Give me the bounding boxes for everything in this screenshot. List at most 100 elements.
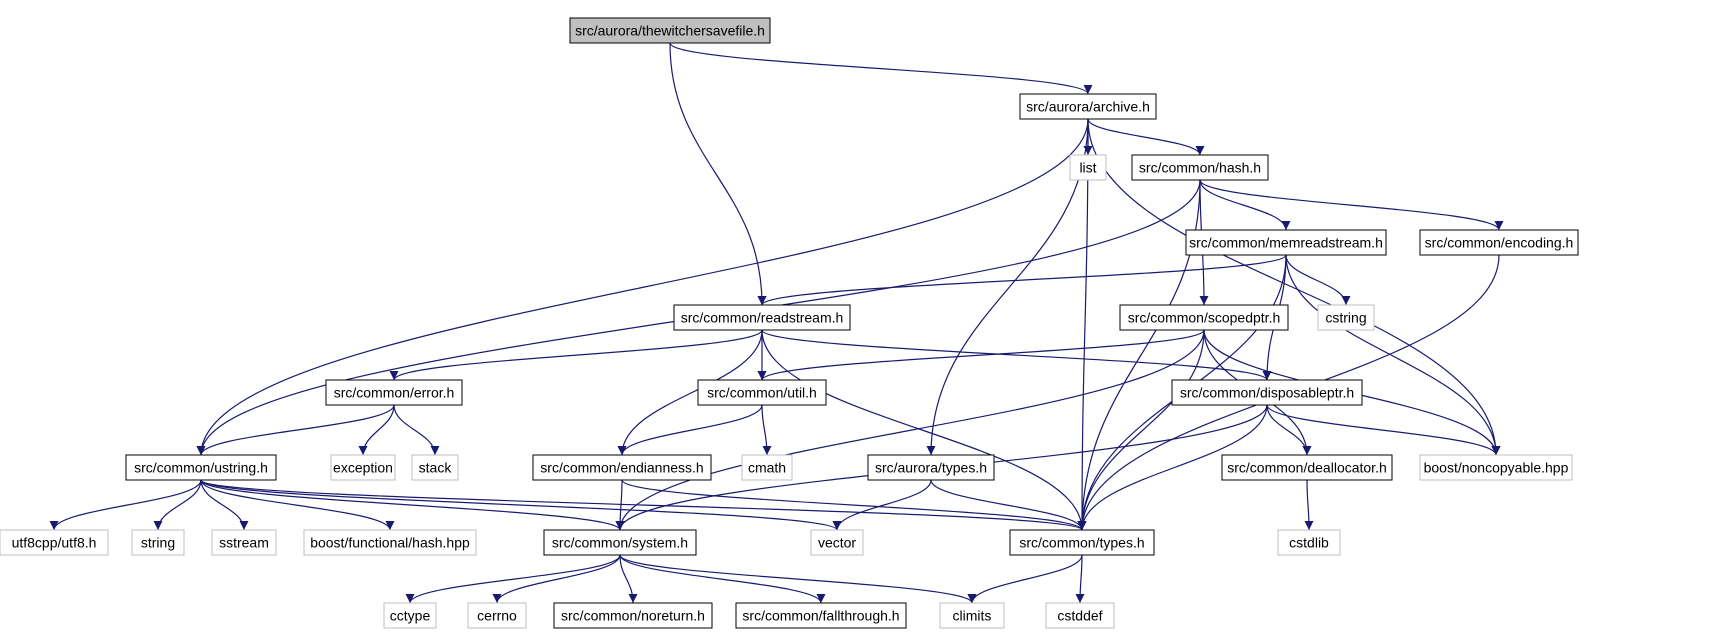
node-deallocator-label: src/common/deallocator.h xyxy=(1227,460,1387,476)
node-string: string xyxy=(131,529,185,556)
node-hash-box xyxy=(1131,154,1269,181)
edge-system-to-cerrno xyxy=(492,554,621,604)
node-readstream-label: src/common/readstream.h xyxy=(681,310,844,326)
edge-ustring-to-string xyxy=(153,479,202,531)
node-climits-label: climits xyxy=(953,608,992,624)
node-endianness-label: src/common/endianness.h xyxy=(540,460,703,476)
edge-ustring-to-utf8 xyxy=(49,479,202,531)
edge-archive-to-noncopyable xyxy=(1087,118,1501,456)
node-cctype-box xyxy=(383,602,437,629)
node-root-label: src/aurora/thewitchersavefile.h xyxy=(575,23,765,39)
edge-error-to-exception xyxy=(358,404,395,456)
node-cstdlib: cstdlib xyxy=(1277,529,1341,556)
node-memreadstream-box xyxy=(1185,229,1387,256)
node-deallocator[interactable]: src/common/deallocator.h xyxy=(1221,454,1393,481)
node-ustring[interactable]: src/common/ustring.h xyxy=(125,454,277,481)
node-cerrno-box xyxy=(467,602,527,629)
node-fallthrough-box xyxy=(735,602,907,629)
edge-endianness-to-types xyxy=(621,479,1087,531)
node-util[interactable]: src/common/util.h xyxy=(697,379,827,406)
edge-memreadstream-to-noncopyable xyxy=(1285,254,1501,456)
node-utf8: utf8cpp/utf8.h xyxy=(0,529,109,556)
node-noreturn-box xyxy=(553,602,713,629)
edge-system-to-climits xyxy=(619,554,977,604)
edge-readstream-to-disposableptr xyxy=(761,329,1272,381)
node-fallthrough-label: src/common/fallthrough.h xyxy=(742,608,899,624)
edge-disposableptr-to-types xyxy=(1077,404,1268,531)
node-types[interactable]: src/common/types.h xyxy=(1009,529,1155,556)
edge-archive-to-hash xyxy=(1087,118,1205,156)
node-cstring-box xyxy=(1317,304,1375,331)
node-layer: src/aurora/thewitchersavefile.h src/auror… xyxy=(0,17,1579,629)
node-archive-label: src/aurora/archive.h xyxy=(1026,99,1150,115)
node-cstddef-box xyxy=(1045,602,1115,629)
node-hash[interactable]: src/common/hash.h xyxy=(1131,154,1269,181)
node-scopedptr-box xyxy=(1119,304,1289,331)
node-cstddef: cstddef xyxy=(1045,602,1115,629)
edge-types-to-climits xyxy=(967,554,1083,604)
node-utf8-label: utf8cpp/utf8.h xyxy=(12,535,97,551)
node-fallthrough[interactable]: src/common/fallthrough.h xyxy=(735,602,907,629)
node-readstream[interactable]: src/common/readstream.h xyxy=(673,304,851,331)
node-vector-box xyxy=(810,529,864,556)
edge-deallocator-to-cstdlib xyxy=(1304,479,1314,531)
edge-endianness-to-system xyxy=(615,479,625,531)
node-scopedptr-label: src/common/scopedptr.h xyxy=(1128,310,1281,326)
node-ustring-label: src/common/ustring.h xyxy=(134,460,268,476)
node-memreadstream[interactable]: src/common/memreadstream.h xyxy=(1185,229,1387,256)
node-endianness[interactable]: src/common/endianness.h xyxy=(532,454,712,481)
edge-disposableptr-to-noncopyable xyxy=(1266,404,1501,456)
node-list-box xyxy=(1069,154,1107,181)
node-endianness-box xyxy=(532,454,712,481)
node-cctype-label: cctype xyxy=(390,608,431,624)
edge-disposableptr-to-deallocator xyxy=(1266,404,1312,456)
node-error[interactable]: src/common/error.h xyxy=(325,379,463,406)
edge-hash-to-types xyxy=(1077,179,1201,531)
node-cctype: cctype xyxy=(383,602,437,629)
edge-archive-to-auroratypes xyxy=(926,118,1089,456)
node-root[interactable]: src/aurora/thewitchersavefile.h xyxy=(569,17,771,44)
edge-auroratypes-to-types xyxy=(930,479,1087,531)
node-auroratypes-label: src/aurora/types.h xyxy=(875,460,987,476)
edge-memreadstream-to-cstring xyxy=(1285,254,1351,306)
node-exception: exception xyxy=(330,454,396,481)
edge-ustring-to-system xyxy=(200,479,625,531)
node-encoding-box xyxy=(1419,229,1579,256)
edge-system-to-cctype xyxy=(405,554,621,604)
node-error-box xyxy=(325,379,463,406)
edge-types-to-cstddef xyxy=(1075,554,1085,604)
node-cstdlib-label: cstdlib xyxy=(1289,535,1329,551)
node-boosthash-label: boost/functional/hash.hpp xyxy=(310,535,470,551)
node-noncopyable: boost/noncopyable.hpp xyxy=(1419,454,1573,481)
node-boosthash-box xyxy=(303,529,477,556)
edge-error-to-stack xyxy=(393,404,440,456)
node-system[interactable]: src/common/system.h xyxy=(543,529,697,556)
edge-util-to-endianness xyxy=(617,404,763,456)
edge-ustring-to-sstream xyxy=(200,479,249,531)
node-noreturn-label: src/common/noreturn.h xyxy=(561,608,705,624)
node-sstream: sstream xyxy=(211,529,277,556)
edge-auroratypes-to-vector xyxy=(832,479,932,531)
node-exception-box xyxy=(330,454,396,481)
node-climits-box xyxy=(939,602,1005,629)
node-deallocator-box xyxy=(1221,454,1393,481)
node-encoding[interactable]: src/common/encoding.h xyxy=(1419,229,1579,256)
node-ustring-box xyxy=(125,454,277,481)
node-archive[interactable]: src/aurora/archive.h xyxy=(1019,93,1157,120)
node-cstddef-label: cstddef xyxy=(1057,608,1102,624)
node-noreturn[interactable]: src/common/noreturn.h xyxy=(553,602,713,629)
edge-system-to-fallthrough xyxy=(619,554,826,604)
node-disposableptr[interactable]: src/common/disposableptr.h xyxy=(1171,379,1363,406)
edge-readstream-to-endianness xyxy=(617,329,763,456)
edge-hash-to-encoding xyxy=(1199,179,1504,231)
edge-ustring-to-types xyxy=(200,479,1087,531)
edge-archive-to-types xyxy=(1077,118,1089,531)
node-system-label: src/common/system.h xyxy=(552,535,688,551)
node-auroratypes[interactable]: src/aurora/types.h xyxy=(867,454,995,481)
node-scopedptr[interactable]: src/common/scopedptr.h xyxy=(1119,304,1289,331)
edge-ustring-to-vector xyxy=(200,479,842,531)
node-encoding-label: src/common/encoding.h xyxy=(1425,235,1574,251)
node-disposableptr-label: src/common/disposableptr.h xyxy=(1180,385,1354,401)
edge-system-to-noreturn xyxy=(619,554,638,604)
